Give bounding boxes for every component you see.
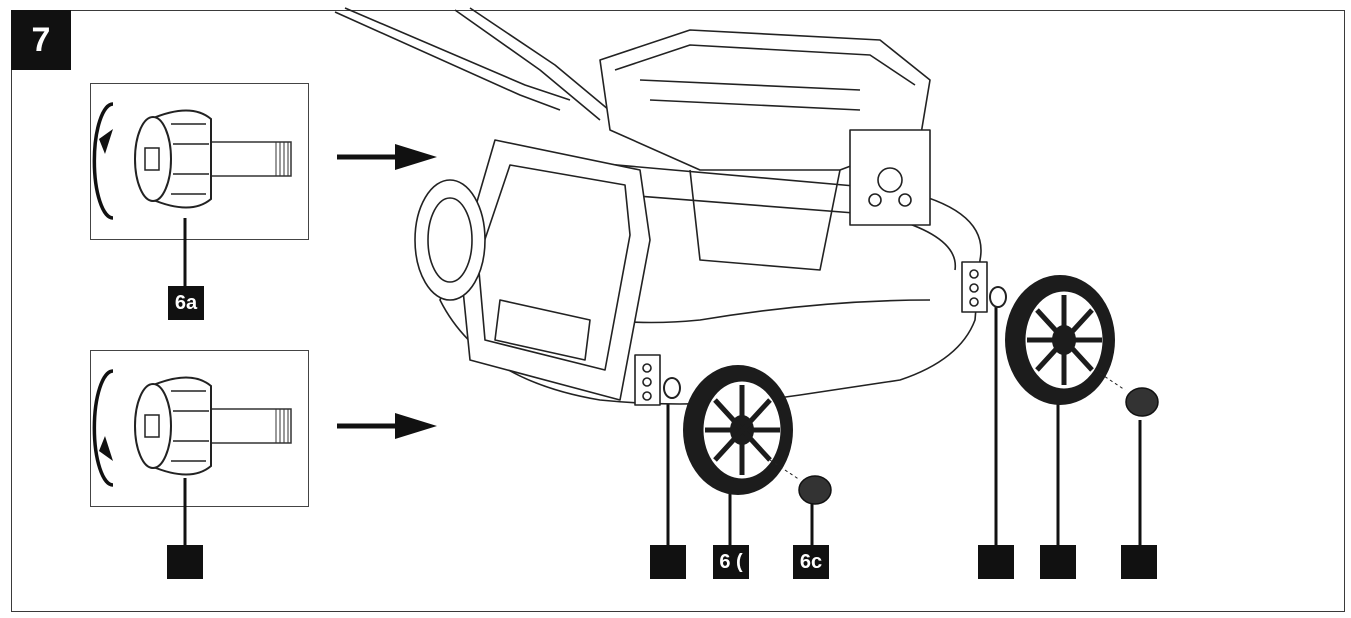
label-left-spacer (650, 545, 686, 579)
inset-knob-open (90, 83, 309, 240)
right-arrow-icon (337, 144, 437, 170)
inset-knob-closed (90, 350, 309, 507)
right-arrow-icon (337, 413, 437, 439)
label-right-knob (1121, 545, 1157, 579)
label-left-knob: 6c (793, 545, 829, 579)
figure-frame (11, 10, 1345, 612)
label-knob-closed (167, 545, 203, 579)
label-knob-open: 6a (168, 286, 204, 320)
label-left-wheel: 6 ( (713, 545, 749, 579)
figure-number: 7 (11, 10, 71, 70)
counterclockwise-arrow-icon (92, 102, 114, 220)
knob-closed-drawing (134, 376, 292, 476)
label-right-wheel (1040, 545, 1076, 579)
label-right-spacer (978, 545, 1014, 579)
clockwise-arrow-icon (92, 369, 114, 487)
knob-open-drawing (134, 109, 292, 209)
